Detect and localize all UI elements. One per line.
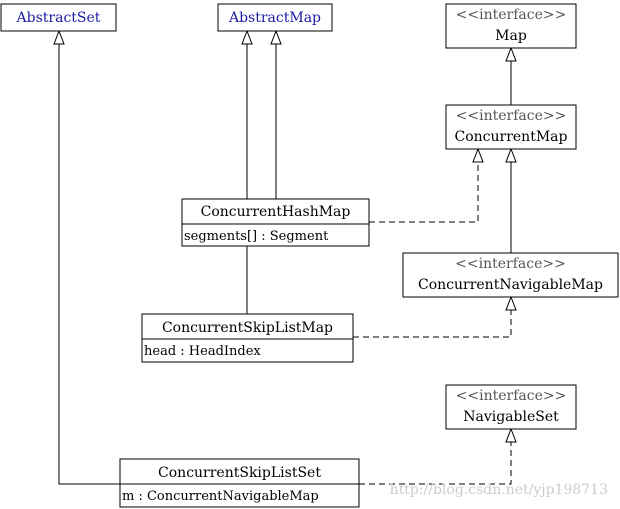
class-concurrentskiplistmap-attribute: head : HeadIndex [144, 344, 261, 359]
arrowhead-abstractmap-left [241, 29, 253, 45]
class-abstractmap[interactable]: AbstractMap [217, 3, 333, 32]
interface-map[interactable]: <<interface>> Map [445, 3, 577, 49]
interface-concurrentmap[interactable]: <<interface>> ConcurrentMap [445, 104, 577, 150]
class-abstractset[interactable]: AbstractSet [0, 3, 117, 32]
class-concurrentskiplistset[interactable]: ConcurrentSkipListSet m : ConcurrentNavi… [119, 458, 360, 508]
interface-navigableset-stereotype: <<interface>> [456, 388, 567, 404]
arrowhead-concurrentmap-left [472, 147, 484, 163]
class-abstractmap-name: AbstractMap [228, 10, 321, 26]
watermark-text: http://blog.csdn.net/yjp198713 [390, 482, 608, 498]
class-concurrenthashmap[interactable]: ConcurrentHashMap segments[] : Segment [181, 198, 370, 247]
class-concurrenthashmap-attribute: segments[] : Segment [184, 229, 329, 244]
edge-skiplistset-to-abstractset [58, 44, 120, 485]
class-abstractset-name: AbstractSet [16, 10, 101, 26]
arrowhead-abstractmap-right [270, 29, 282, 45]
class-concurrentskiplistset-name: ConcurrentSkipListSet [158, 465, 321, 481]
interface-concurrentmap-name: ConcurrentMap [455, 129, 568, 145]
arrowhead-concurrentmap-right [505, 147, 517, 163]
arrowhead-abstractset [53, 29, 65, 45]
interface-map-stereotype: <<interface>> [456, 7, 567, 23]
class-concurrentskiplistmap-name: ConcurrentSkipListMap [162, 320, 333, 336]
interface-navigableset[interactable]: <<interface>> NavigableSet [445, 384, 577, 430]
interface-concurrentnavigablemap[interactable]: <<interface>> ConcurrentNavigableMap [402, 252, 619, 298]
interface-concurrentnavigablemap-name: ConcurrentNavigableMap [418, 277, 603, 293]
arrowhead-navmap [505, 295, 517, 311]
class-concurrenthashmap-name: ConcurrentHashMap [201, 204, 351, 220]
interface-concurrentmap-stereotype: <<interface>> [456, 108, 567, 124]
interface-concurrentnavigablemap-stereotype: <<interface>> [455, 256, 566, 272]
edge-skiplistmap-realizes-navmap [353, 310, 512, 338]
interface-map-name: Map [495, 28, 527, 44]
edge-hashmap-realizes-concurrentmap [369, 162, 479, 223]
class-concurrentskiplistset-attribute: m : ConcurrentNavigableMap [122, 489, 319, 504]
interface-navigableset-name: NavigableSet [463, 409, 559, 425]
arrowhead-navigableset [505, 427, 517, 443]
class-concurrentskiplistmap[interactable]: ConcurrentSkipListMap head : HeadIndex [141, 313, 354, 363]
arrowhead-map [505, 46, 517, 62]
edge-skiplistset-realizes-navigableset [359, 442, 512, 485]
